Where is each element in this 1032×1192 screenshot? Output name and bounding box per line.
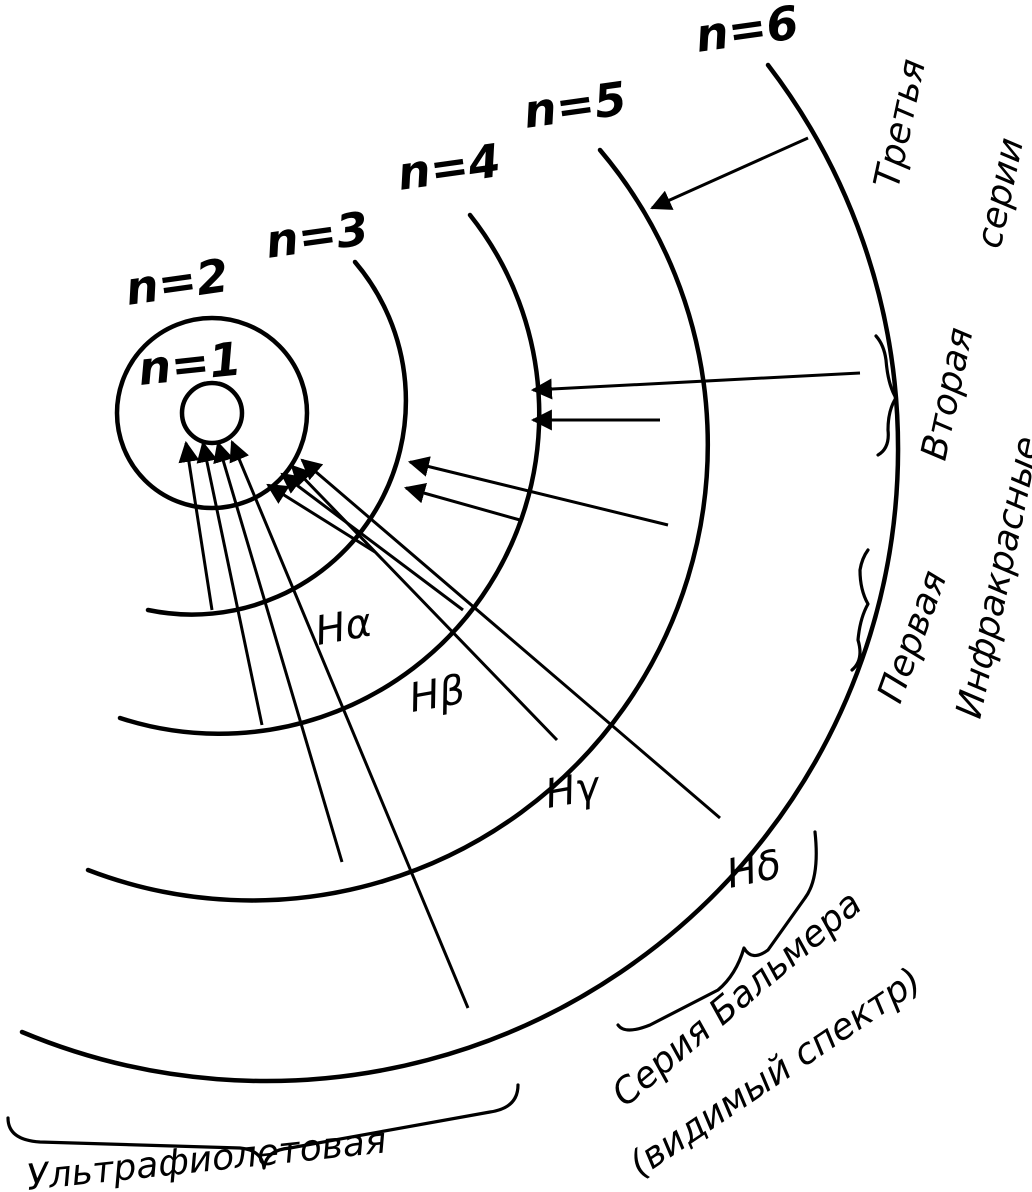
series-label-series-word: серии	[969, 134, 1032, 252]
orbit-n3	[145, 259, 409, 617]
brace-second	[874, 334, 898, 457]
lyman-transition-5	[229, 440, 470, 1009]
series-labels: Третья серии Вторая Инфракрасные Первая …	[25, 55, 1032, 1192]
series-label-infrared: Инфракрасные	[949, 433, 1032, 722]
balmer-transition-h-delta	[300, 458, 721, 820]
orbit-label-n5: n=5	[520, 71, 630, 139]
series-label-ultraviolet: Ультрафиолетовая	[25, 1120, 389, 1192]
line-label-h-alpha: Hα	[312, 600, 376, 655]
pfund-transitions	[650, 136, 809, 210]
pfund-transition-6	[650, 136, 809, 210]
line-label-h-gamma: Hγ	[542, 763, 605, 818]
brace-first	[850, 548, 870, 672]
series-label-third: Третья	[867, 55, 934, 192]
balmer-line-labels: Hα Hβ Hγ Hδ	[312, 600, 786, 898]
orbit-n5	[85, 147, 711, 903]
brackett-transitions	[530, 371, 861, 431]
line-label-h-delta: Hδ	[723, 841, 786, 897]
brace-balmer	[616, 830, 818, 1032]
balmer-transition-h-beta	[280, 472, 464, 612]
series-label-second: Вторая	[914, 324, 982, 464]
orbit-label-n4: n=4	[394, 133, 504, 201]
orbit-n1	[179, 380, 245, 446]
series-braces	[6, 334, 898, 1170]
orbit-labels: n=1 n=2 n=3 n=4 n=5 n=6	[122, 0, 802, 396]
lyman-transitions	[178, 440, 470, 1009]
lyman-transition-2	[178, 440, 214, 611]
orbit-label-n2: n=2	[122, 248, 232, 316]
lyman-transition-4	[213, 440, 344, 863]
orbit-n6	[19, 62, 901, 1084]
paschen-transitions	[403, 456, 669, 527]
paschen-transition-4	[403, 482, 521, 522]
orbit-label-n3: n=3	[262, 201, 372, 269]
balmer-transition-h-gamma	[290, 464, 559, 742]
lyman-transition-3	[196, 440, 264, 726]
line-label-h-beta: Hβ	[406, 667, 469, 722]
balmer-transitions	[266, 458, 721, 820]
orbit-label-n6: n=6	[692, 0, 802, 63]
orbit-n2	[114, 315, 310, 511]
orbit-label-n1: n=1	[136, 331, 244, 396]
brackett-transition-6	[530, 371, 861, 400]
paschen-transition-5	[407, 456, 669, 527]
balmer-transition-h-alpha	[266, 483, 376, 554]
orbits	[19, 62, 901, 1084]
orbit-n4	[117, 212, 542, 737]
brace-ultraviolet	[6, 1083, 520, 1170]
